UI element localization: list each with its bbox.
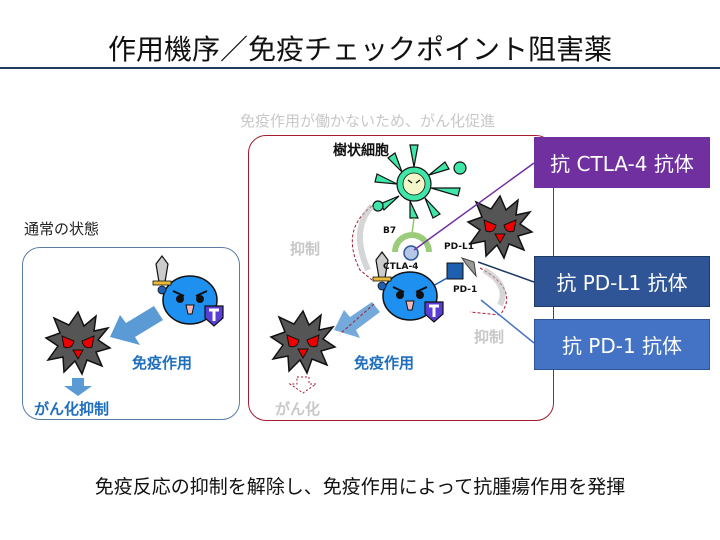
pd1-stem <box>432 277 448 287</box>
b7-label: B7 <box>383 226 397 236</box>
anti-pd1-antibody-box: 抗 PD-1 抗体 <box>534 319 710 370</box>
immune-action-label-normal: 免疫作用 <box>132 354 193 372</box>
suppress-label-left: 抑制 <box>290 240 321 258</box>
suppress-label-right: 抑制 <box>474 328 505 346</box>
down-arrow-normal <box>64 378 92 396</box>
ctla4-antibody-connector <box>413 162 535 251</box>
cancer-suppression-label: がん化抑制 <box>34 400 110 418</box>
dendritic-cell <box>372 144 467 219</box>
anti-pdl1-antibody-box: 抗 PD-L1 抗体 <box>534 256 710 307</box>
immune-action-label-blocked: 免疫作用 <box>354 354 415 372</box>
down-arrow-blocked <box>288 376 318 394</box>
b7-receptor <box>392 232 432 252</box>
dendritic-cell-label: 樹状細胞 <box>333 143 389 159</box>
title-divider <box>0 67 720 69</box>
normal-state-panel <box>22 247 240 420</box>
anti-ctla4-antibody-box: 抗 CTLA-4 抗体 <box>534 137 710 188</box>
normal-state-label: 通常の状態 <box>24 220 100 238</box>
pdl1-antibody-connector <box>477 261 535 283</box>
carcinogenesis-label: がん化 <box>275 400 321 418</box>
cancer-cell-normal <box>45 311 111 375</box>
suppress-shadow-left <box>356 203 375 272</box>
blocked-state-caption: 免疫作用が働かないため、がん化促進 <box>240 112 496 130</box>
cancer-cell-pdl1 <box>467 195 533 259</box>
pd1-label: PD-1 <box>453 285 478 295</box>
t-cell-normal <box>151 254 225 328</box>
page-title: 作用機序／免疫チェックポイント阻害薬 <box>107 33 612 66</box>
pdl1-label: PD-L1 <box>444 242 474 252</box>
pd1-antibody-connector <box>480 299 535 344</box>
pdl1-receptor <box>460 257 477 278</box>
blocked-x-line <box>339 303 375 335</box>
suppress-arc-left <box>351 205 373 281</box>
dendritic-stem <box>411 217 415 235</box>
pd1-receptor <box>446 262 464 280</box>
immune-arrow-normal <box>110 306 163 345</box>
ctla4-label: CTLA-4 <box>383 262 419 272</box>
summary-text: 免疫反応の抑制を解除し、免疫作用によって抗腫瘍作用を発揮 <box>94 476 626 498</box>
suppress-shadow-right <box>482 267 506 307</box>
immune-arrow-blocked <box>334 302 380 338</box>
cancer-cell-blocked <box>270 310 336 374</box>
